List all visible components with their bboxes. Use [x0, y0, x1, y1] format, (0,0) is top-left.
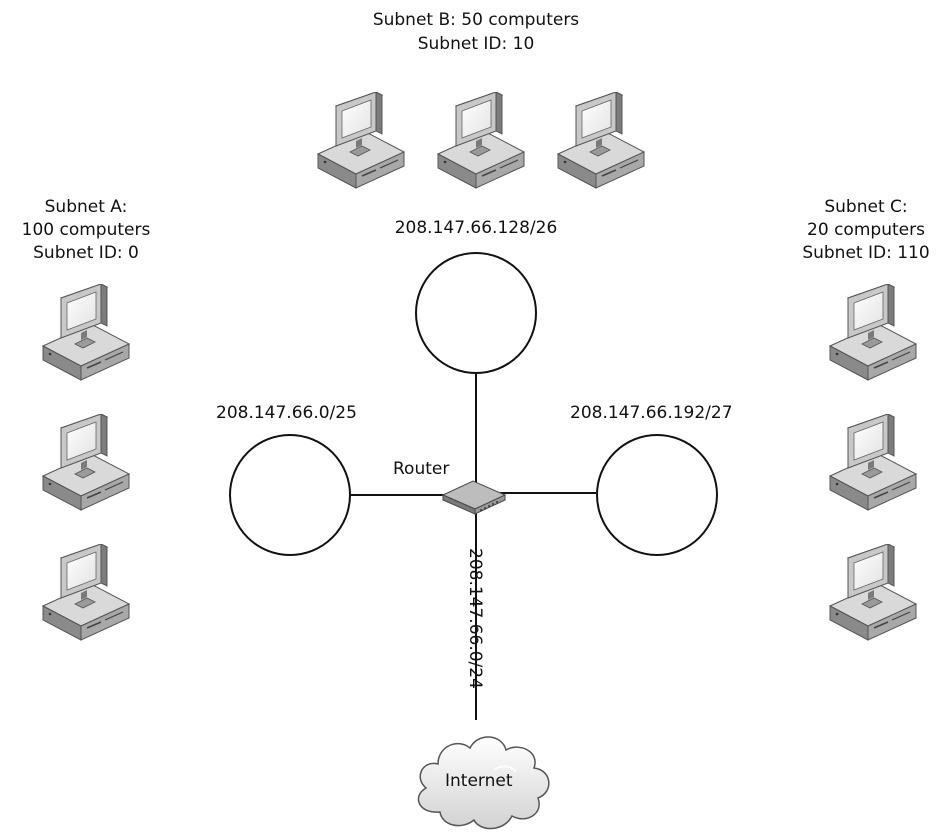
subnet-a-id: Subnet ID: 0 — [33, 243, 139, 263]
subnet-b-network-address: 208.147.66.128/26 — [394, 218, 558, 238]
subnet-a-count: 100 computers — [21, 220, 151, 240]
subnet-c-count: 20 computers — [807, 220, 925, 240]
subnet-a-computer-3 — [35, 544, 133, 642]
router-icon — [442, 480, 506, 515]
subnet-a-network-address: 208.147.66.0/25 — [216, 403, 357, 423]
subnet-c-id: Subnet ID: 110 — [802, 243, 930, 263]
subnet-b-computer-1 — [310, 92, 408, 190]
internet-label: Internet — [445, 771, 513, 791]
uplink-network-address: 208.147.66.0/24 — [465, 548, 485, 689]
subnet-a-computer-1 — [35, 284, 133, 382]
subnet-c-network-address: 208.147.66.192/27 — [570, 403, 733, 423]
subnet-a-title: Subnet A: — [44, 197, 128, 217]
subnet-c-computer-1 — [822, 284, 920, 382]
subnet-c-network-circle — [596, 434, 718, 556]
router-label: Router — [393, 459, 450, 479]
subnet-b-id: Subnet ID: 10 — [417, 34, 535, 54]
internet-cloud-icon — [417, 736, 550, 830]
subnet-c-computer-2 — [822, 414, 920, 512]
subnet-c-computer-3 — [822, 544, 920, 642]
subnet-c-title: Subnet C: — [824, 197, 908, 217]
subnet-b-computer-3 — [550, 92, 648, 190]
subnet-b-computer-2 — [430, 92, 528, 190]
subnet-a-network-circle — [229, 434, 351, 556]
subnet-a-computer-2 — [35, 414, 133, 512]
subnet-b-title: Subnet B: 50 computers — [372, 10, 580, 30]
subnet-b-network-circle — [415, 252, 537, 374]
